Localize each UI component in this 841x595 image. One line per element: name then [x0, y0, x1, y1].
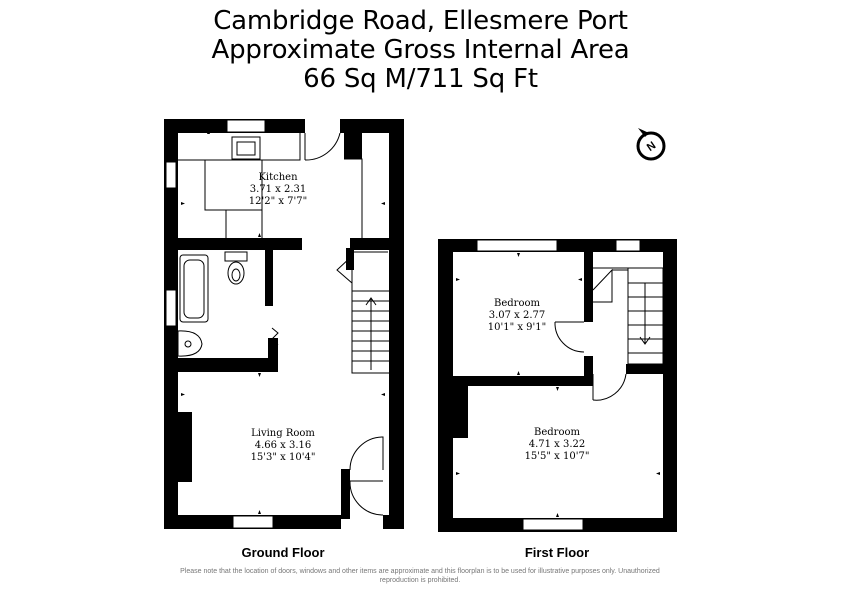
window-kitchen-side — [165, 161, 177, 189]
window-bedroom-front — [522, 518, 584, 531]
room-metric-bedroom-1: 3.07 x 2.77 — [489, 310, 546, 321]
stairs-first — [554, 267, 664, 401]
room-imperial-bedroom-2: 15'5" x 10'7" — [525, 451, 590, 462]
floor-label-ground: Ground Floor — [241, 545, 324, 560]
wall-kitchen-hall — [350, 238, 404, 250]
floor-label-first: First Floor — [525, 545, 589, 560]
room-name-living-room: Living Room — [251, 428, 315, 439]
door-kitchen-external — [304, 132, 341, 161]
basin-icon — [177, 330, 203, 357]
room-name-kitchen: Kitchen — [258, 172, 298, 183]
wall-ff-east — [663, 239, 677, 532]
wall-ff-landing-lower — [584, 356, 593, 386]
wall-ff-landing — [584, 252, 593, 322]
wall-bath-living — [164, 358, 278, 372]
wall-cupboard — [346, 248, 354, 270]
wall-bath-east — [265, 250, 273, 306]
dimension-markers — [181, 130, 660, 517]
window-bathroom — [165, 289, 177, 327]
wall-porch — [341, 469, 350, 519]
wall-ff-mid-right — [626, 364, 666, 374]
room-metric-bedroom-2: 4.71 x 3.22 — [529, 439, 586, 450]
room-imperial-bedroom-1: 10'1" x 9'1" — [488, 322, 547, 333]
wall-east — [389, 119, 404, 529]
window-living — [232, 515, 274, 529]
bathroom-fixtures — [177, 251, 279, 357]
disclaimer: Please note that the location of doors, … — [180, 568, 660, 584]
toilet-cistern-icon — [224, 251, 248, 262]
room-name-bedroom-2: Bedroom — [534, 427, 580, 438]
stairs-ground — [336, 251, 391, 374]
title-line-2: Approximate Gross Internal Area — [211, 35, 630, 65]
chimney-breast-ground — [166, 412, 192, 482]
window-bedroom-rear — [476, 239, 558, 252]
wall-kitchen-bath — [164, 238, 302, 250]
room-metric-kitchen: 3.71 x 2.31 — [250, 184, 307, 195]
ground-windows — [165, 119, 274, 529]
room-metric-living-room: 4.66 x 3.16 — [255, 440, 312, 451]
first-windows — [476, 239, 641, 531]
window-landing — [615, 239, 641, 252]
ground-floor-plan — [164, 119, 404, 529]
wall-north-right — [340, 119, 404, 133]
window-kitchen — [226, 119, 266, 133]
wall-south-right — [383, 515, 404, 529]
kitchen-sink-icon — [231, 136, 261, 160]
bath-icon — [179, 254, 209, 323]
room-name-bedroom-1: Bedroom — [494, 298, 540, 309]
room-imperial-living-room: 15'3" x 10'4" — [251, 452, 316, 463]
room-imperial-kitchen: 12'2" x 7'7" — [249, 196, 308, 207]
door-front — [349, 436, 384, 516]
title-line-1: Cambridge Road, Ellesmere Port — [213, 6, 628, 36]
wall-kitchen-nib — [344, 133, 362, 159]
bathroom-door — [271, 327, 279, 346]
kitchen-units — [178, 133, 363, 238]
wall-ff-west — [438, 239, 453, 532]
chimney-breast-first — [453, 386, 468, 438]
title-line-3: 66 Sq M/711 Sq Ft — [303, 64, 538, 94]
north-compass-icon: N — [636, 128, 666, 161]
toilet-icon — [227, 261, 245, 285]
wall-bath-stub — [268, 338, 278, 360]
wall-ff-mid-left — [453, 376, 587, 386]
